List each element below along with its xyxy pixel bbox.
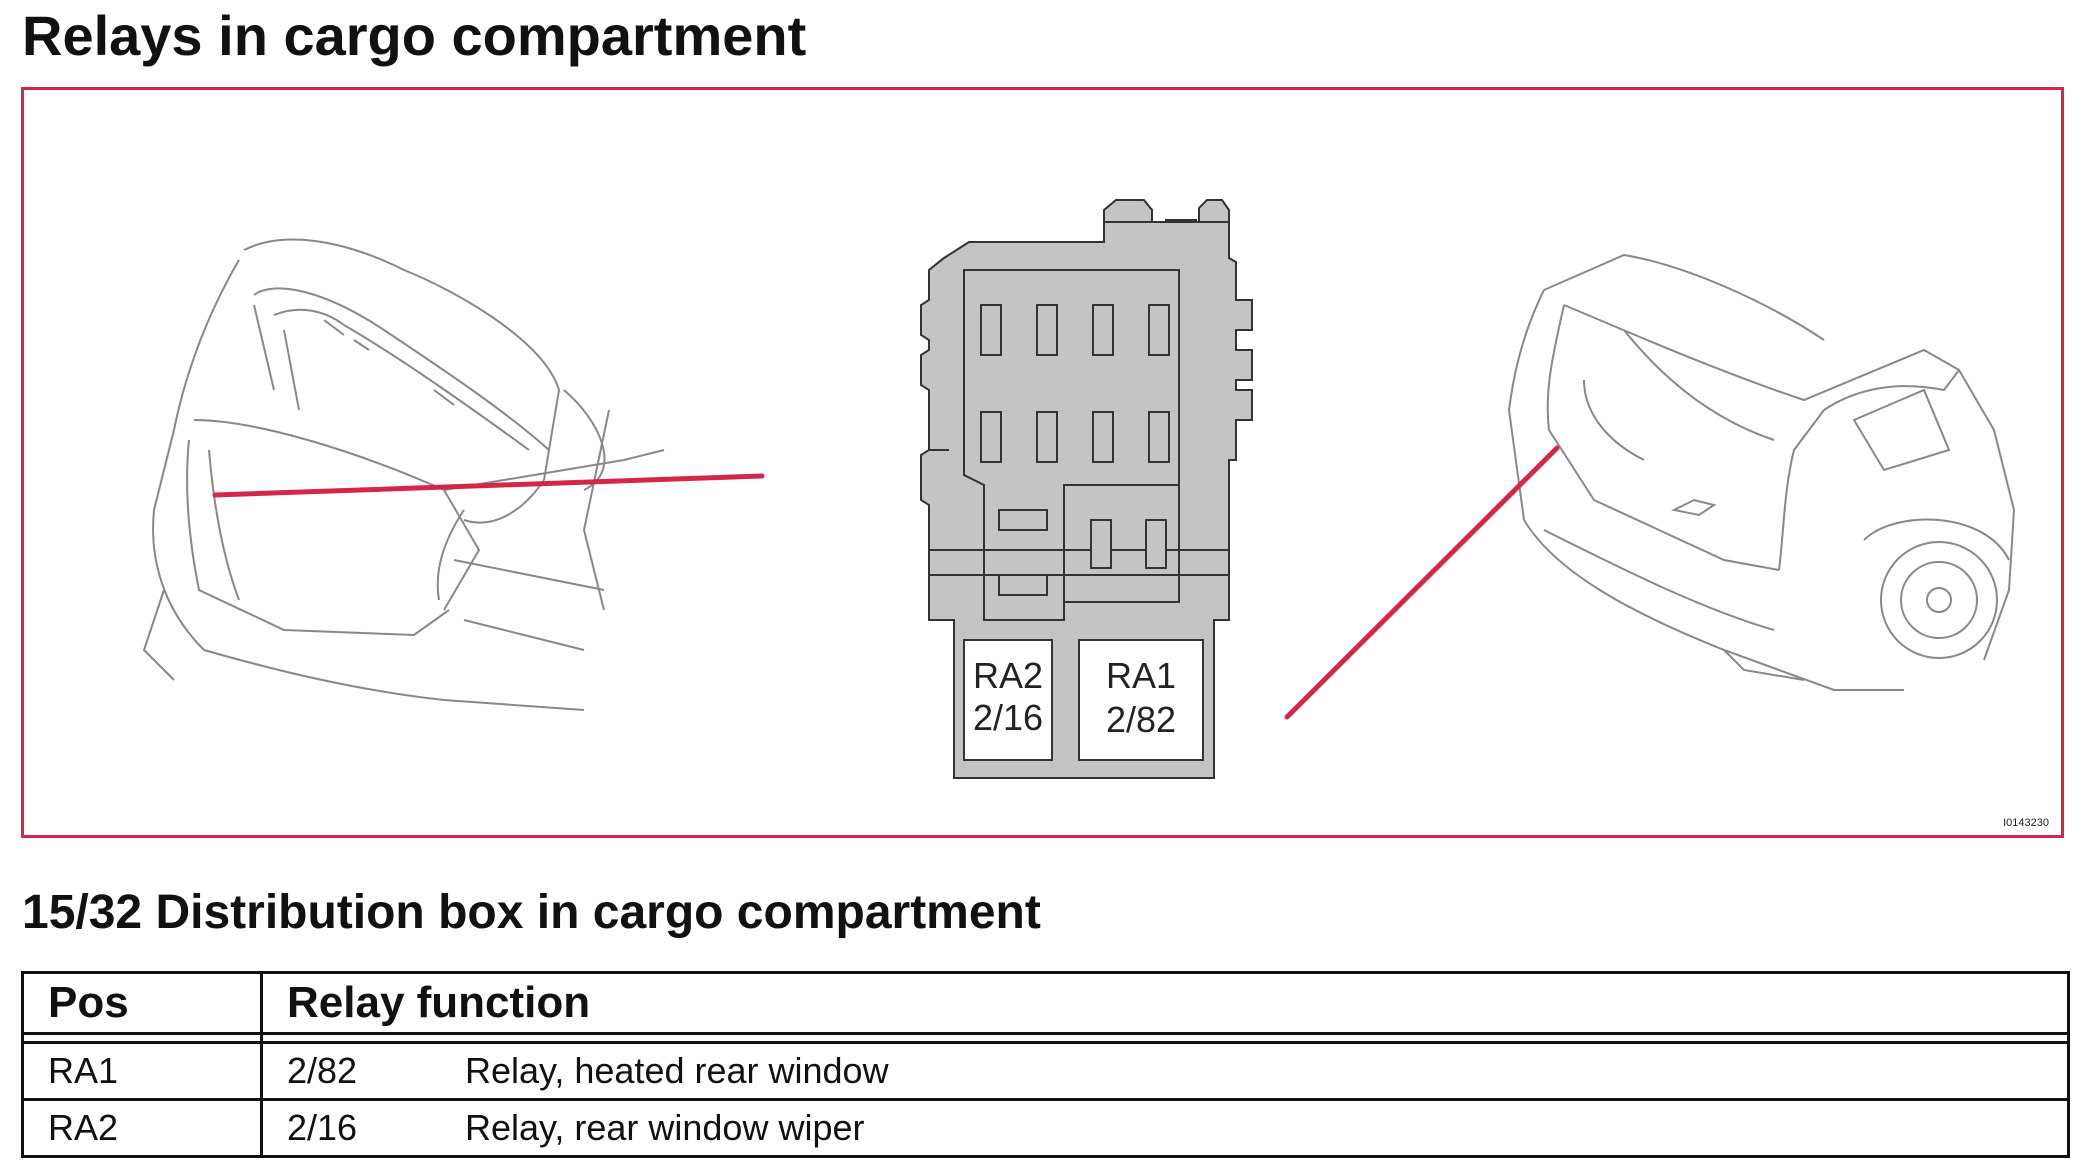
page-title: Relays in cargo compartment [22,4,807,67]
cell-relay-function: 2/16 Relay, rear window wiper [260,1098,2070,1158]
cell-pos: RA1 [21,1041,263,1101]
cell-function: Relay, rear window wiper [465,1107,865,1148]
column-header-pos: Pos [21,971,263,1034]
cell-pos: RA2 [21,1098,263,1158]
left-pointer-line [212,473,765,498]
relay-label-ra1: RA1 [1106,655,1176,696]
relay-location-diagram: RA2 2/16 RA1 2/82 I0143230 [21,87,2064,838]
cell-code: 2/16 [287,1107,358,1148]
header-divider [21,1032,2070,1044]
table-header-row: Pos Relay function [21,971,2070,1034]
distribution-box [920,199,1253,779]
relay-table: Pos Relay function RA1 2/82 Relay, heated… [21,971,2070,1158]
right-car-illustration [1507,253,2016,691]
relay-code-ra2: 2/16 [973,697,1043,738]
section-title: 15/32 Distribution box in cargo compartm… [22,886,1041,939]
table-row: RA1 2/82 Relay, heated rear window [21,1041,2070,1101]
relay-label-ra2: RA2 [973,655,1043,696]
cell-code: 2/82 [287,1050,358,1091]
diagram-illustration: RA2 2/16 RA1 2/82 [142,199,2016,779]
cell-function: Relay, heated rear window [465,1050,889,1091]
left-car-illustration [142,238,665,711]
cell-relay-function: 2/82 Relay, heated rear window [260,1041,2070,1101]
right-pointer-line [1284,445,1560,720]
relay-code-ra1: 2/82 [1106,699,1176,740]
column-header-relay-function: Relay function [260,971,2070,1034]
image-code: I0143230 [2003,817,2049,829]
table-row: RA2 2/16 Relay, rear window wiper [21,1098,2070,1158]
